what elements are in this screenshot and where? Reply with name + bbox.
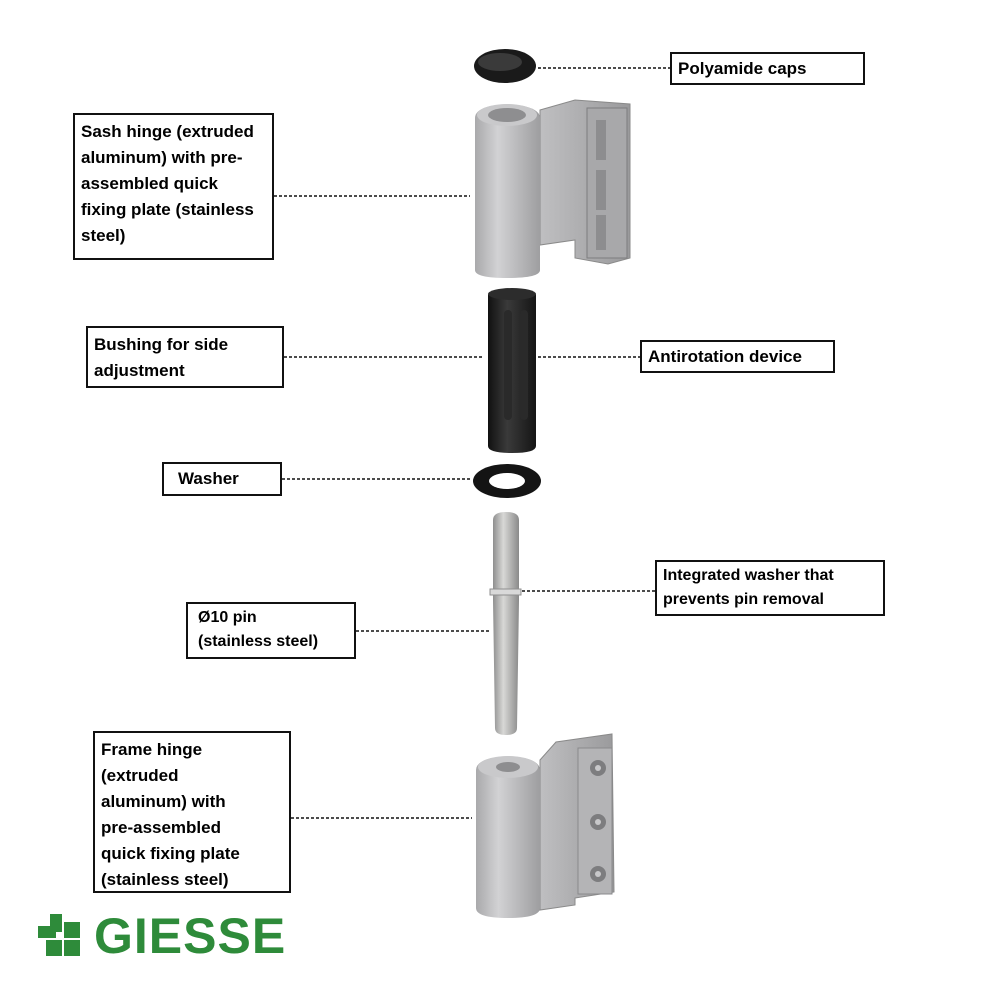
leader-lines <box>274 67 670 819</box>
logo-text: GIESSE <box>94 908 287 964</box>
giesse-logo: GIESSE <box>38 908 288 964</box>
washer <box>473 464 541 498</box>
sash-hinge <box>475 99 631 278</box>
bushing <box>488 288 536 453</box>
pin <box>489 512 522 735</box>
label-integrated-washer: Integrated washer that prevents pin remo… <box>655 560 885 616</box>
label-sash-hinge: Sash hinge (extruded aluminum) with pre-… <box>73 113 274 260</box>
label-frame-hinge: Frame hinge (extruded aluminum) with pre… <box>93 731 291 893</box>
label-pin: Ø10 pin (stainless steel) <box>186 602 356 659</box>
label-polyamide-caps: Polyamide caps <box>670 52 865 85</box>
label-antirotation-device: Antirotation device <box>640 340 835 373</box>
polyamide-cap <box>474 49 536 83</box>
logo-mark-icon <box>38 914 80 956</box>
label-bushing: Bushing for side adjustment <box>86 326 284 388</box>
frame-hinge <box>476 733 615 918</box>
label-washer: Washer <box>162 462 282 496</box>
